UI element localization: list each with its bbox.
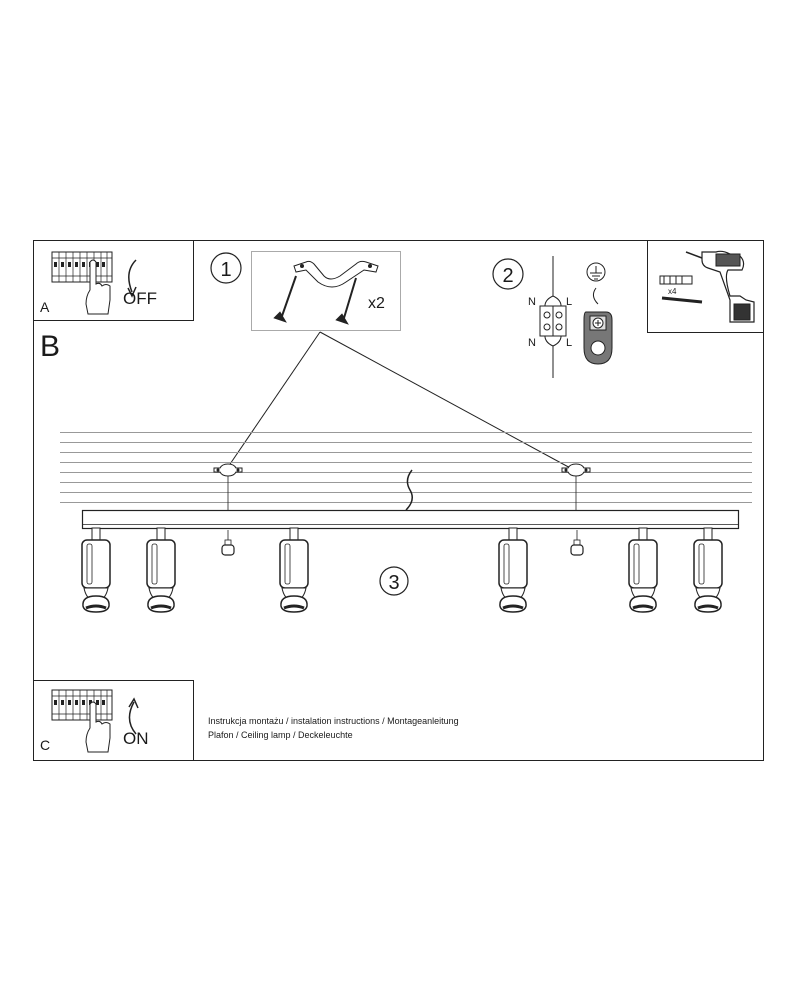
- spotlight-icon: [627, 526, 659, 614]
- wire-l-top: L: [566, 296, 572, 308]
- mounting-bracket-icon: [213, 463, 243, 477]
- panel-c: C ON: [33, 680, 194, 761]
- end-cap-icon: [221, 529, 235, 556]
- screw-icon: [273, 275, 357, 325]
- drill-qty: x4: [668, 287, 677, 296]
- end-cap-icon: [570, 529, 584, 556]
- lamp-rail: [81, 509, 740, 530]
- spotlight-icon: [145, 526, 177, 614]
- panel-c-label: C: [40, 737, 50, 753]
- panel-b-label: B: [40, 330, 60, 363]
- step-1: 1 x2: [210, 251, 401, 331]
- step-1-number: 1: [220, 259, 231, 281]
- breaker-panel-icon: [51, 689, 113, 721]
- footer-line-2: Plafon / Ceiling lamp / Deckeleuchte: [208, 730, 353, 740]
- on-text: ON: [123, 729, 149, 748]
- spotlight-icon: [692, 526, 724, 614]
- hand-icon: [85, 259, 111, 315]
- main-frame: [33, 240, 764, 761]
- power-wire: [405, 469, 413, 511]
- step-1-qty: x2: [368, 295, 385, 312]
- drill-panel: x4: [647, 240, 764, 333]
- wire-l-bottom: L: [566, 337, 572, 349]
- ground-symbol-icon: [583, 262, 613, 365]
- wire-n-top: N: [528, 296, 536, 308]
- spotlight-icon: [80, 526, 112, 614]
- panel-a-label: A: [40, 299, 50, 315]
- footer-line-1: Instrukcja montażu / instalation instruc…: [208, 716, 459, 726]
- drill-icon: [685, 250, 755, 323]
- hand-icon: [85, 701, 111, 753]
- step-3: 3: [379, 566, 409, 596]
- step-3-number: 3: [388, 572, 399, 594]
- step-2-number: 2: [502, 265, 513, 287]
- wall-plug-icon: [659, 275, 703, 304]
- wire-n-bottom: N: [528, 337, 536, 349]
- curved-arrow-icon: [128, 701, 137, 735]
- ceiling: [60, 432, 752, 503]
- breaker-panel-icon: [51, 251, 113, 283]
- spotlight-icon: [278, 526, 310, 614]
- terminal-block-icon: [539, 256, 567, 378]
- spotlight-icon: [497, 526, 529, 614]
- off-text: OFF: [123, 289, 157, 308]
- mounting-bracket-icon: [293, 260, 379, 288]
- panel-a: A OFF: [33, 240, 194, 321]
- step-2: 2 N L N L: [492, 256, 613, 378]
- curved-arrow-icon: [128, 259, 137, 293]
